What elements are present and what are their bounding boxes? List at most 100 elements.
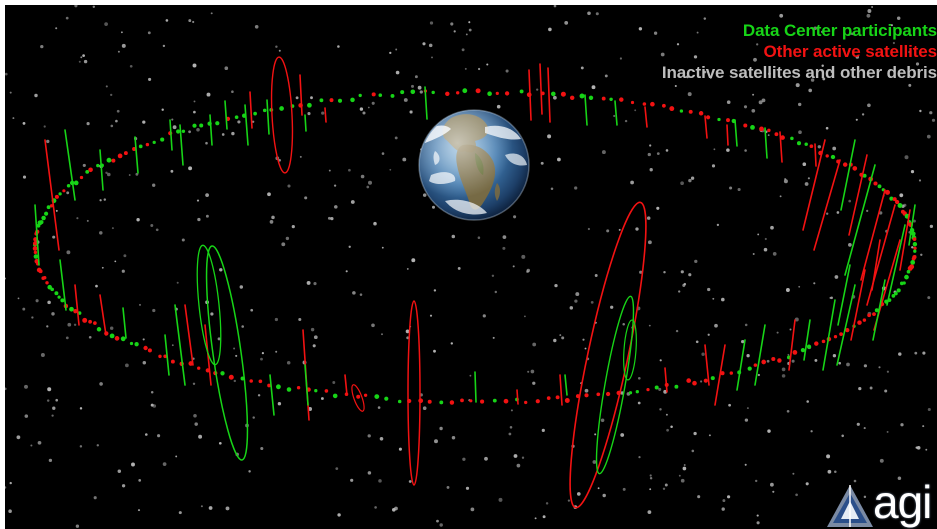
orbit-track-line xyxy=(837,264,851,326)
debris-dot xyxy=(465,33,468,36)
debris-dot xyxy=(726,100,731,104)
orbit-track-line xyxy=(644,106,648,128)
orbit-track-line xyxy=(299,74,303,116)
geo-satellite-dot xyxy=(609,97,613,102)
debris-dot xyxy=(647,152,651,157)
debris-dot xyxy=(486,63,489,66)
debris-dot xyxy=(834,275,839,279)
geo-satellite-dot xyxy=(546,396,551,400)
geo-satellite-dot xyxy=(753,363,758,367)
geo-satellite-dot xyxy=(706,115,711,120)
debris-dot xyxy=(810,430,813,433)
debris-dot xyxy=(492,336,495,339)
debris-dot xyxy=(647,510,652,514)
debris-dot xyxy=(659,408,662,411)
geo-satellite-dot xyxy=(145,142,150,147)
debris-dot xyxy=(181,238,185,242)
debris-dot xyxy=(688,273,692,277)
debris-dot xyxy=(553,338,557,343)
orbit-track-loop xyxy=(623,319,637,381)
orbit-track-line xyxy=(474,371,477,403)
geo-satellite-dot xyxy=(356,394,361,399)
debris-dot xyxy=(884,389,888,393)
geo-satellite-dot xyxy=(899,281,904,286)
orbit-track-line xyxy=(871,239,881,291)
debris-dot xyxy=(233,379,236,383)
geo-satellite-dot xyxy=(332,393,338,399)
debris-dot xyxy=(821,30,824,34)
geo-satellite-dot xyxy=(857,320,862,325)
debris-dot xyxy=(637,401,641,405)
debris-dot xyxy=(150,390,154,394)
debris-dot xyxy=(639,270,643,274)
debris-dot xyxy=(433,349,436,353)
geo-satellite-dot xyxy=(605,391,611,397)
geo-satellite-dot xyxy=(253,111,257,116)
geo-satellite-dot xyxy=(911,231,916,237)
geo-satellite-dot xyxy=(120,336,126,342)
debris-dot xyxy=(104,22,108,26)
debris-dot xyxy=(502,246,506,250)
orbit-track-line xyxy=(99,294,107,336)
geo-satellite-dot xyxy=(842,162,848,167)
debris-dot xyxy=(727,495,731,499)
debris-dot xyxy=(929,111,933,115)
debris-dot xyxy=(188,19,192,23)
orbit-track-loop xyxy=(569,201,647,509)
debris-dot xyxy=(46,325,49,328)
debris-dot xyxy=(330,216,334,221)
geo-satellite-dot xyxy=(329,98,334,103)
orbit-track-line xyxy=(714,344,726,406)
orbit-track-line xyxy=(324,107,327,123)
geo-satellite-dot xyxy=(319,98,324,103)
orbit-track-line xyxy=(99,149,104,191)
debris-dot xyxy=(540,161,544,165)
debris-dot xyxy=(513,454,518,458)
legend-data-center-participants: Data Center participants xyxy=(742,21,937,40)
debris-dot xyxy=(433,289,437,292)
geo-satellite-dot xyxy=(896,288,901,293)
debris-dot xyxy=(785,288,790,292)
geo-satellite-dot xyxy=(324,389,329,393)
debris-dot xyxy=(171,344,174,347)
debris-dot xyxy=(753,57,757,62)
debris-dot xyxy=(752,93,755,96)
geo-satellite-dot xyxy=(69,306,74,312)
geo-satellite-dot xyxy=(588,95,594,101)
geo-satellite-dot xyxy=(774,132,779,137)
orbit-track-loop xyxy=(270,56,294,174)
debris-dot xyxy=(123,254,127,258)
orbit-track-line xyxy=(59,259,67,311)
debris-dot xyxy=(129,64,133,68)
debris-dot xyxy=(337,45,340,48)
geo-satellite-dot xyxy=(912,241,918,247)
debris-dot xyxy=(660,52,665,57)
geo-satellite-dot xyxy=(686,378,692,383)
debris-dot xyxy=(601,150,606,155)
debris-dot xyxy=(781,367,786,372)
debris-dot xyxy=(897,476,902,481)
geo-satellite-dot xyxy=(650,101,655,107)
geo-satellite-dot xyxy=(152,140,156,145)
geo-satellite-dot xyxy=(54,194,59,199)
geo-satellite-dot xyxy=(44,211,49,216)
debris-dot xyxy=(200,505,203,508)
geo-satellite-dot xyxy=(550,91,556,97)
debris-dot xyxy=(567,499,571,502)
debris-dot xyxy=(653,31,658,35)
debris-dot xyxy=(505,69,509,73)
geo-satellite-dot xyxy=(839,332,843,336)
debris-dot xyxy=(908,83,912,87)
debris-dot xyxy=(12,117,15,120)
debris-dot xyxy=(822,77,826,81)
debris-dot xyxy=(690,176,695,180)
debris-dot xyxy=(564,21,569,25)
debris-dot xyxy=(225,506,230,511)
debris-dot xyxy=(649,144,652,147)
debris-dot xyxy=(139,303,141,306)
debris-dot xyxy=(395,48,398,51)
debris-dot xyxy=(910,170,915,174)
debris-dot xyxy=(521,254,526,259)
geo-satellite-dot xyxy=(32,241,38,246)
debris-dot xyxy=(194,422,198,426)
